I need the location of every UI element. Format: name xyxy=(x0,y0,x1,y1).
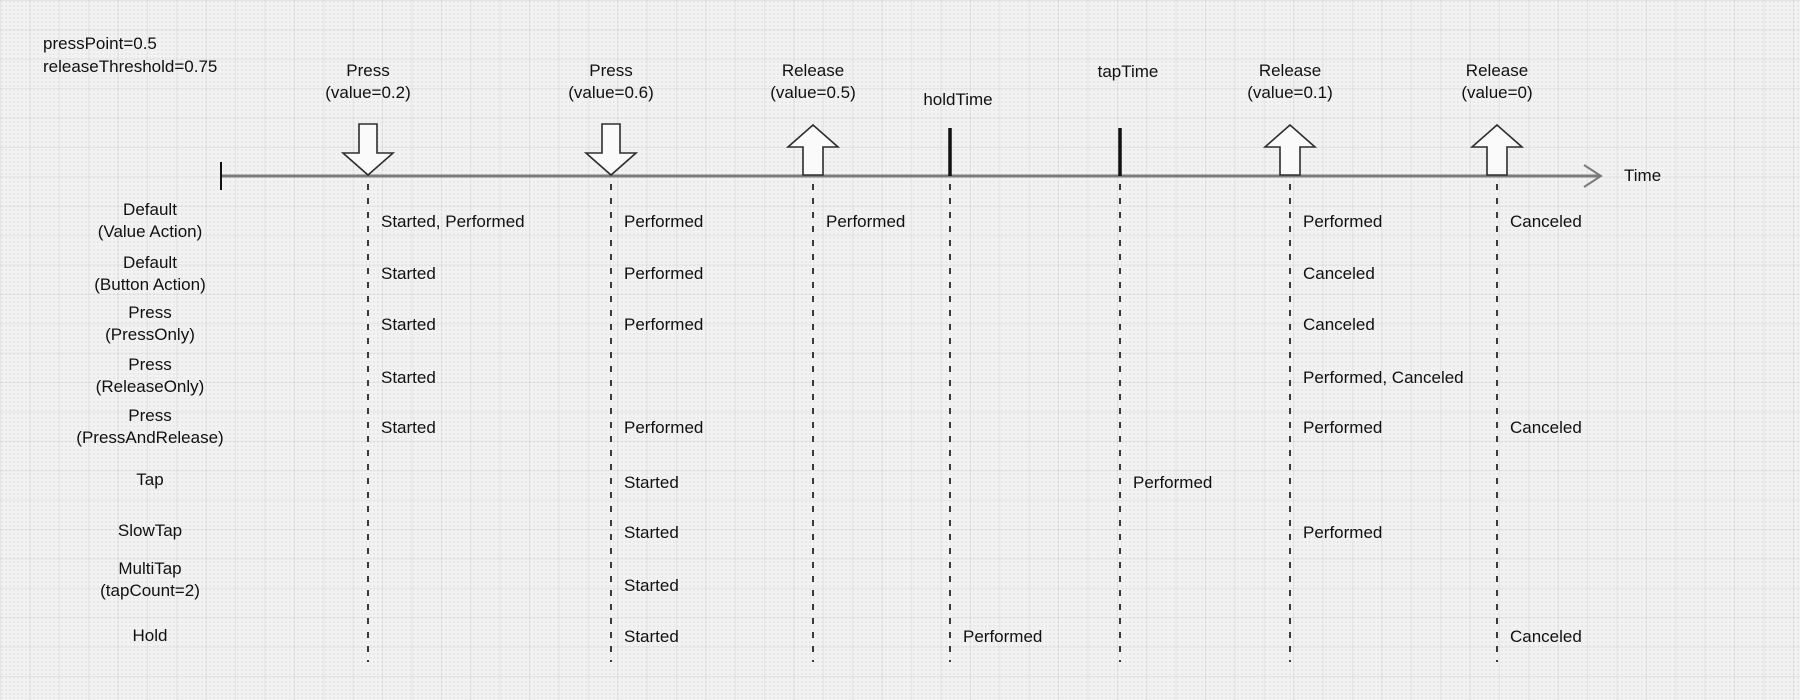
cell-press-pressandrelease-press06: Performed xyxy=(624,418,704,437)
release-threshold-value: releaseThreshold=0.75 xyxy=(43,57,218,76)
arrow-up-icon xyxy=(1469,123,1525,176)
row-label-line: (PressOnly) xyxy=(105,325,195,344)
event-label-holdTime: holdTime xyxy=(923,89,992,111)
event-label-line: (value=0.6) xyxy=(568,83,654,102)
row-label-line: (PressAndRelease) xyxy=(76,428,224,447)
cell-default-value-release01: Performed xyxy=(1303,212,1383,231)
arrow-up-icon xyxy=(785,123,841,176)
row-label-line: (tapCount=2) xyxy=(100,581,200,600)
time-axis-arrowhead-icon xyxy=(1583,164,1603,188)
cell-press-pressandrelease-release0: Canceled xyxy=(1510,418,1582,437)
cell-press-pressonly-press06: Performed xyxy=(624,315,704,334)
cell-default-button-press02: Started xyxy=(381,264,436,283)
time-axis-label: Time xyxy=(1624,166,1662,185)
cell-tap-press06: Started xyxy=(624,473,679,492)
arrow-up-icon xyxy=(1262,123,1318,176)
cell-press-pressonly-press02: Started xyxy=(381,315,436,334)
cell-default-value-press06: Performed xyxy=(624,212,704,231)
row-label-tap: Tap xyxy=(136,469,163,491)
cell-press-pressonly-release01: Canceled xyxy=(1303,315,1375,334)
arrow-down-icon xyxy=(340,123,396,177)
row-label-line: (ReleaseOnly) xyxy=(95,377,205,396)
event-label-line: (value=0.2) xyxy=(325,83,411,102)
cell-default-value-release0: Canceled xyxy=(1510,212,1582,231)
event-label-line: Release xyxy=(1258,61,1322,80)
row-label-line: SlowTap xyxy=(117,521,183,540)
cell-slowtap-release01: Performed xyxy=(1303,523,1383,542)
row-label-line: Hold xyxy=(132,626,168,645)
cell-hold-press06: Started xyxy=(624,627,679,646)
cell-multitap-press06: Started xyxy=(624,576,679,595)
cell-default-button-press06: Performed xyxy=(624,264,704,283)
row-label-line: (Button Action) xyxy=(94,275,206,294)
row-label-line: (Value Action) xyxy=(97,222,203,241)
event-label-line: holdTime xyxy=(923,90,993,109)
row-label-line: Press xyxy=(128,355,172,374)
event-label-line: Release xyxy=(781,61,845,80)
cell-tap-tapTime: Performed xyxy=(1133,473,1213,492)
event-label-press02: Press (value=0.2) xyxy=(325,60,411,104)
cell-press-releaseonly-press02: Started xyxy=(381,368,436,387)
event-label-line: Release xyxy=(1465,61,1529,80)
row-label-press-releaseonly: Press (ReleaseOnly) xyxy=(96,354,205,398)
row-label-line: Press xyxy=(128,406,172,425)
cell-default-value-press02: Started, Performed xyxy=(381,212,525,231)
event-label-release0: Release (value=0) xyxy=(1461,60,1532,104)
row-label-line: Press xyxy=(128,303,172,322)
row-label-press-pressandrelease: Press (PressAndRelease) xyxy=(76,405,223,449)
cell-hold-holdTime: Performed xyxy=(963,627,1043,646)
row-label-default-button: Default (Button Action) xyxy=(94,252,206,296)
event-label-line: tapTime xyxy=(1097,62,1159,81)
event-label-release01: Release (value=0.1) xyxy=(1247,60,1333,104)
row-label-slowtap: SlowTap xyxy=(118,520,182,542)
cell-default-button-release01: Canceled xyxy=(1303,264,1375,283)
row-label-multitap: MultiTap (tapCount=2) xyxy=(100,558,200,602)
row-label-line: Default xyxy=(123,253,177,272)
row-label-line: Default xyxy=(123,200,177,219)
event-label-tapTime: tapTime xyxy=(1098,61,1159,83)
row-label-press-pressonly: Press (PressOnly) xyxy=(105,302,195,346)
cell-press-pressandrelease-press02: Started xyxy=(381,418,436,437)
row-label-default-value: Default (Value Action) xyxy=(98,199,203,243)
row-label-line: Tap xyxy=(136,470,164,489)
row-label-hold: Hold xyxy=(133,625,168,647)
row-label-line: MultiTap xyxy=(118,559,182,578)
event-label-press06: Press (value=0.6) xyxy=(568,60,654,104)
cell-press-releaseonly-release01: Performed, Canceled xyxy=(1303,368,1464,387)
cell-press-pressandrelease-release01: Performed xyxy=(1303,418,1383,437)
event-label-line: (value=0.1) xyxy=(1247,83,1333,102)
event-label-line: (value=0) xyxy=(1461,83,1533,102)
press-point-value: pressPoint=0.5 xyxy=(43,34,157,53)
event-label-line: Press xyxy=(589,61,633,80)
event-label-line: (value=0.5) xyxy=(770,83,856,102)
parameters-note: pressPoint=0.5 releaseThreshold=0.75 xyxy=(43,32,217,78)
event-label-line: Press xyxy=(346,61,390,80)
event-label-release05: Release (value=0.5) xyxy=(770,60,856,104)
cell-default-value-release05: Performed xyxy=(826,212,906,231)
cell-hold-release0: Canceled xyxy=(1510,627,1582,646)
arrow-down-icon xyxy=(583,123,639,177)
cell-slowtap-press06: Started xyxy=(624,523,679,542)
